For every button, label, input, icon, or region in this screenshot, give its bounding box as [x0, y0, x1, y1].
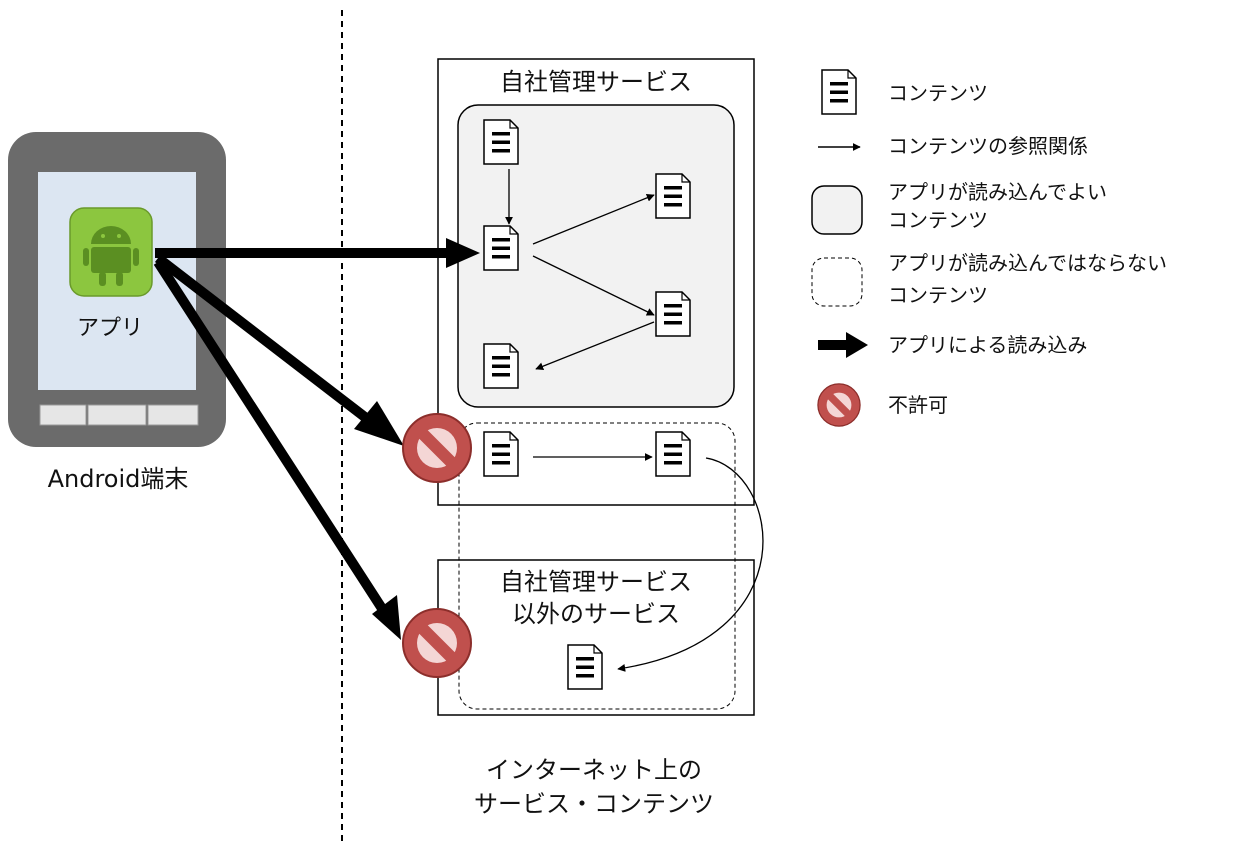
- legend-content-label: コンテンツ: [888, 81, 988, 105]
- android-icon: [69, 207, 153, 297]
- legend-not-allowed-label: 不許可: [888, 393, 948, 417]
- app-read-arrows: [153, 238, 480, 640]
- content-doc-icon: [655, 431, 691, 477]
- content-doc-icon: [655, 291, 691, 337]
- prohibited-icon: [403, 609, 471, 677]
- legend-forbidden-label-line2: コンテンツ: [888, 283, 988, 307]
- legend-reference-label: コンテンツの参照関係: [888, 134, 1088, 158]
- content-doc-icon: [483, 431, 519, 477]
- app-label: アプリ: [77, 316, 143, 341]
- legend-forbidden-label-line1: アプリが読み込んではならない: [888, 251, 1167, 275]
- legend: コンテンツ コンテンツの参照関係 アプリが読み込んでよい コンテンツ アプリが読…: [811, 69, 1167, 426]
- legend-content-icon: [821, 69, 857, 115]
- legend-app-read-arrow: [818, 332, 868, 358]
- content-doc-icon: [483, 225, 519, 271]
- content-doc-icon: [483, 343, 519, 389]
- content-doc-icon: [567, 644, 603, 690]
- legend-forbidden-swatch: [811, 257, 863, 307]
- legend-app-read-label: アプリによる読み込み: [888, 333, 1087, 357]
- device-label: Android端末: [48, 465, 189, 493]
- prohibited-icon: [403, 414, 471, 482]
- legend-allowed-swatch: [811, 185, 863, 235]
- reference-arrows: [505, 169, 764, 672]
- internet-label-line2: サービス・コンテンツ: [474, 790, 714, 818]
- legend-allowed-label-line2: コンテンツ: [888, 208, 988, 232]
- other-service-title-line1: 自社管理サービス: [500, 568, 692, 596]
- own-service-title: 自社管理サービス: [500, 68, 692, 96]
- internet-label-line1: インターネット上の: [486, 756, 702, 784]
- legend-prohibited-icon: [818, 384, 860, 426]
- content-doc-icon: [655, 173, 691, 219]
- content-doc-icon: [483, 119, 519, 165]
- forbidden-content-region: [458, 422, 736, 710]
- legend-allowed-label-line1: アプリが読み込んでよい: [888, 180, 1107, 204]
- other-service-title-line2: 以外のサービス: [512, 600, 680, 628]
